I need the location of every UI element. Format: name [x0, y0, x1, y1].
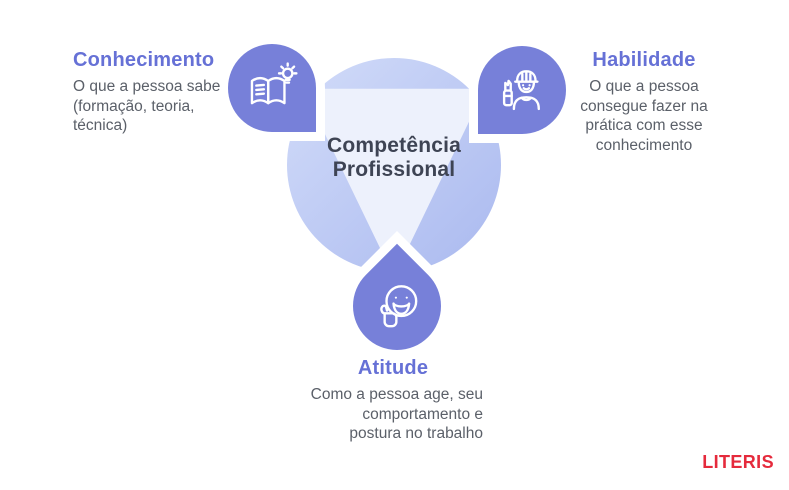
knowledge-description: O que a pessoa sabe (formação, teoria, t… — [73, 77, 268, 136]
worker-icon — [502, 70, 540, 111]
skill-node — [478, 46, 566, 134]
attitude-node — [334, 243, 460, 369]
knowledge-heading: Conhecimento — [73, 49, 215, 71]
diagram-title-line1: Competência — [326, 134, 462, 157]
competence-triangle — [307, 88, 481, 267]
knowledge-description-line: técnica) — [73, 117, 128, 134]
skill-description-line: conhecimento — [595, 136, 693, 154]
skill-description-line: prática com esse — [585, 117, 703, 134]
book-lightbulb-icon — [250, 62, 298, 105]
skill-description-line: consegue fazer na — [580, 97, 708, 115]
diagram-title: Competência Profissional — [294, 134, 494, 182]
skill-heading: Habilidade — [592, 49, 696, 71]
knowledge-description-line: (formação, teoria, — [73, 97, 195, 115]
attitude-description-line: comportamento e — [362, 405, 483, 423]
smiley-thumbs-up-icon — [380, 285, 418, 328]
attitude-heading: Atitude — [357, 357, 429, 379]
skill-description: O que a pessoa consegue fazer na prática… — [563, 77, 725, 155]
knowledge-node — [228, 44, 316, 132]
attitude-description-line: Como a pessoa age, seu — [310, 386, 483, 403]
attitude-block: Atitude Como a pessoa age, seu comportam… — [303, 356, 483, 444]
skill-block: Habilidade O que a pessoa consegue fazer… — [563, 48, 725, 155]
attitude-description: Como a pessoa age, seu comportamento e p… — [303, 385, 483, 444]
diagram-title-line2: Profissional — [332, 158, 456, 181]
literis-logo: LITERIS — [702, 452, 774, 472]
skill-description-line: O que a pessoa — [589, 78, 699, 95]
knowledge-description-line: O que a pessoa sabe — [73, 78, 221, 95]
attitude-description-line: postura no trabalho — [349, 425, 483, 442]
knowledge-block: Conhecimento O que a pessoa sabe (formaç… — [73, 48, 268, 136]
